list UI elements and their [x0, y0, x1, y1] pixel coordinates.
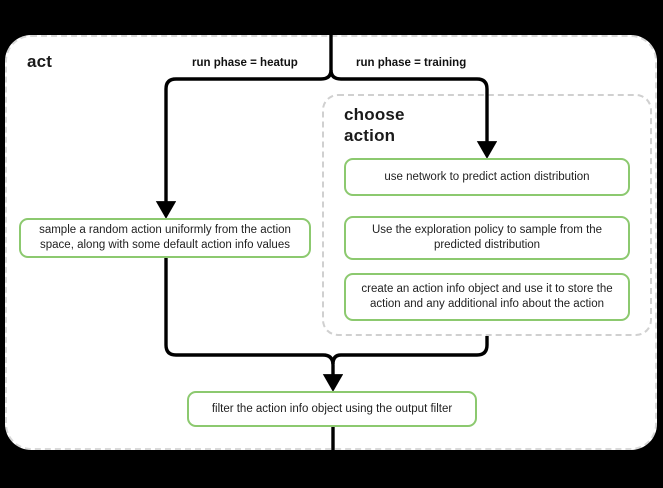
scope-title-choose-action: choose action — [344, 104, 454, 146]
edge-label-run-phase-training: run phase = training — [356, 57, 467, 69]
node-use-network-predict[interactable]: use network to predict action distributi… — [344, 158, 630, 196]
node-filter-action-info[interactable]: filter the action info object using the … — [187, 391, 477, 427]
node-exploration-policy-sample[interactable]: Use the exploration policy to sample fro… — [344, 216, 630, 260]
scope-title-choose-line1: choose — [344, 105, 405, 124]
edge-label-run-phase-heatup: run phase = heatup — [192, 57, 298, 69]
scope-title-act: act — [27, 52, 53, 71]
node-create-action-info-object[interactable]: create an action info object and use it … — [344, 273, 630, 321]
node-sample-random-action[interactable]: sample a random action uniformly from th… — [19, 218, 311, 258]
scope-title-choose-line2: action — [344, 126, 396, 145]
